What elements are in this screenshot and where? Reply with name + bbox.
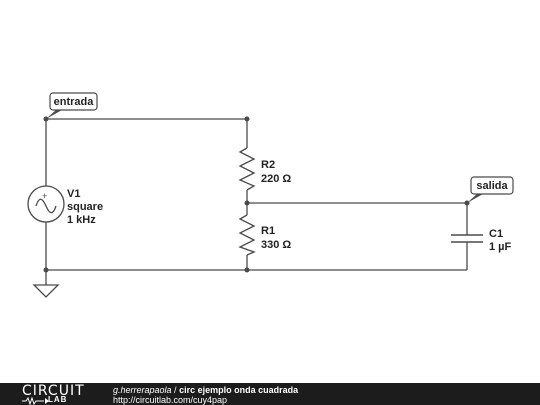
circuit-wire-icon <box>22 397 49 405</box>
resistor-r1[interactable]: R1 330 Ω <box>238 214 291 256</box>
junction-dot <box>43 267 49 273</box>
net-label-entrada[interactable]: entrada <box>46 92 98 119</box>
salida-text: salida <box>476 180 508 192</box>
wires <box>45 118 468 285</box>
footer-title-line: g.herrerapaola / circ ejemplo onda cuadr… <box>113 385 298 395</box>
voltage-source-v1[interactable]: + V1 square 1 kHz <box>27 185 103 226</box>
capacitor-c1[interactable]: C1 1 µF <box>451 228 512 253</box>
footer-bar: CIRCUIT LAB g.herrerapaola / circ ejempl… <box>0 383 540 405</box>
ground-icon <box>32 284 60 298</box>
c1-name: C1 <box>489 228 503 240</box>
junction-dot <box>244 267 250 273</box>
circuitlab-logo-bottom: LAB <box>48 395 68 404</box>
sine-wave-icon <box>35 198 57 214</box>
net-label-salida[interactable]: salida <box>467 176 514 203</box>
resistor-r2-symbol <box>238 147 256 191</box>
label-box <box>49 92 98 111</box>
label-pointer <box>467 194 483 203</box>
c1-value: 1 µF <box>489 241 512 253</box>
resistor-r2[interactable]: R2 220 Ω <box>238 147 291 191</box>
r2-value: 220 Ω <box>261 173 291 185</box>
separator: / <box>171 385 180 395</box>
resistor-r1-symbol <box>238 214 256 256</box>
v1-name: V1 <box>67 188 80 200</box>
circuit-title[interactable]: circ ejemplo onda cuadrada <box>179 385 299 395</box>
r2-name: R2 <box>261 159 275 171</box>
r1-name: R1 <box>261 225 275 237</box>
circuitlab-logo-top[interactable]: CIRCUIT <box>22 383 85 399</box>
v1-waveform: square <box>67 201 103 213</box>
label-box <box>470 176 514 195</box>
label-pointer <box>46 110 62 119</box>
junction-dot <box>244 200 250 206</box>
v1-frequency: 1 kHz <box>67 214 96 226</box>
source-circle <box>27 185 65 223</box>
junctions <box>43 116 470 273</box>
r1-value: 330 Ω <box>261 239 291 251</box>
junction-dot <box>244 116 250 122</box>
author-name[interactable]: g.herrerapaola <box>113 385 172 395</box>
plus-sign: + <box>42 191 47 201</box>
schematic-canvas: R2 220 Ω R1 330 Ω C1 1 µF + V1 square 1 … <box>27 92 514 298</box>
circuit-url-link[interactable]: http://circuitlab.com/cuy4pap <box>113 395 228 405</box>
entrada-text: entrada <box>54 96 95 108</box>
